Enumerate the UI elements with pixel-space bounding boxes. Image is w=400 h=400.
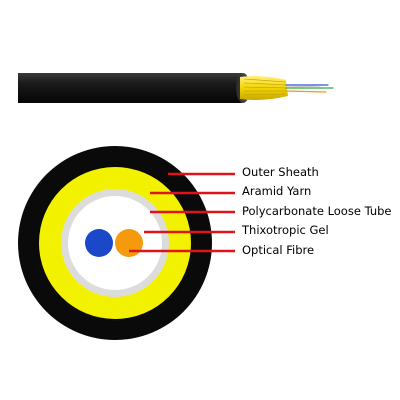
cable-cross-section (18, 146, 212, 340)
label-outer-sheath: Outer Sheath (242, 165, 319, 179)
yarn-strands (243, 78, 288, 96)
cable-side-view (18, 73, 334, 103)
cable-jacket (18, 73, 246, 103)
label-thixotropic-gel: Thixotropic Gel (242, 223, 329, 237)
label-polycarbonate-loose-tube: Polycarbonate Loose Tube (242, 204, 392, 218)
orange-fibre (115, 229, 143, 257)
label-aramid-yarn: Aramid Yarn (242, 184, 312, 198)
blue-fibre (85, 229, 113, 257)
leader-lines (129, 172, 235, 253)
label-optical-fibre: Optical Fibre (242, 243, 315, 257)
exposed-fibres (285, 84, 334, 93)
